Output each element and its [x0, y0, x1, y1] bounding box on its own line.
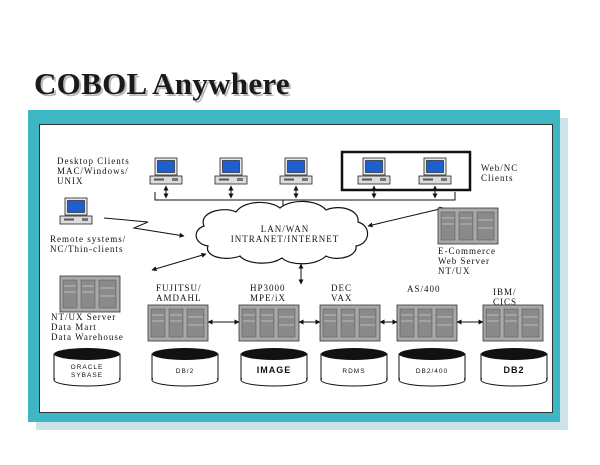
server-hp3000: [238, 304, 300, 342]
db-oracle-label: ORACLE SYBASE: [70, 364, 104, 379]
server-fujitsu: [147, 304, 209, 342]
ntux-server-label: NT/UX Server Data Mart Data Warehouse: [51, 312, 124, 342]
hp3000-label: HP3000 MPE/iX: [250, 283, 287, 303]
webnc-group-box: [340, 150, 472, 192]
db-db2-label: DB/2: [175, 368, 195, 375]
pc-webnc-1: [357, 157, 391, 185]
pc-remote: [59, 197, 93, 225]
db-db2-fujitsu: [151, 347, 219, 387]
pc-webnc-2: [418, 157, 452, 185]
pc-desktop-1: [149, 157, 183, 185]
webnc-clients-label: Web/NC Clients: [481, 163, 519, 183]
page-title: COBOL Anywhere: [34, 66, 290, 101]
db-db2-ibm-label: DB2: [503, 365, 525, 375]
db-image-label: IMAGE: [256, 365, 292, 375]
network-cloud: [195, 200, 369, 265]
server-as400: [396, 304, 458, 342]
db-db2-400-label: DB2/400: [415, 368, 449, 375]
desktop-clients-label: Desktop Clients MAC/Windows/ UNIX: [57, 156, 130, 186]
ecommerce-label: E-Commerce Web Server NT/UX: [438, 246, 496, 276]
fujitsu-label: FUJITSU/ AMDAHL: [156, 283, 202, 303]
pc-desktop-3: [279, 157, 313, 185]
server-ibm-cics: [482, 304, 544, 342]
as400-label: AS/400: [407, 284, 441, 294]
ibm-cics-label: IBM/ CICS: [493, 287, 518, 307]
db-rdms: [320, 347, 388, 387]
db-rdms-label: RDMS: [342, 368, 366, 375]
pc-desktop-2: [214, 157, 248, 185]
db-db2-400: [398, 347, 466, 387]
remote-systems-label: Remote systems/ NC/Thin-clients: [50, 234, 127, 254]
server-ecommerce: [437, 207, 499, 245]
server-ntux: [59, 275, 121, 313]
dec-vax-label: DEC VAX: [331, 283, 353, 303]
network-cloud-label: LAN/WAN INTRANET/INTERNET: [230, 224, 340, 244]
server-dec-vax: [319, 304, 381, 342]
